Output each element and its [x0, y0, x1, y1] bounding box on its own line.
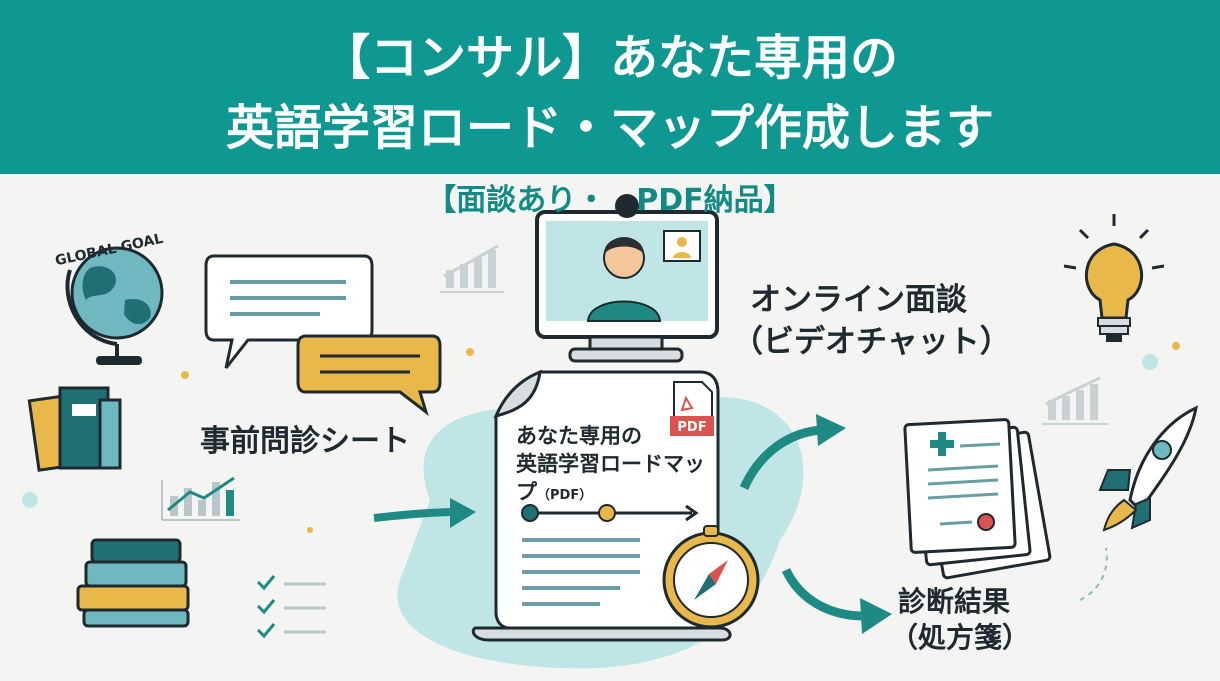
compass-icon	[662, 525, 760, 629]
document-text-line-3: プ（PDF）	[516, 476, 592, 506]
decor-dot	[307, 527, 313, 533]
prescription-icon	[903, 418, 1052, 580]
pdf-badge-text: PDF	[677, 420, 706, 435]
decor-dot	[1172, 342, 1180, 350]
speech-bubble-icon	[204, 254, 442, 417]
subtitle: 【面談あり・ PDF納品】	[426, 183, 794, 218]
label-online-interview: オンライン面談	[750, 282, 967, 318]
arrow-to-online-icon	[739, 414, 846, 490]
label-prescription: （処方箋）	[890, 621, 1031, 654]
document-icon: PDF	[471, 369, 732, 642]
label-video-chat: （ビデオチャット）	[732, 324, 1011, 360]
document-text-line-2: 英語学習ロードマッ	[516, 452, 705, 476]
bar-chart-icon-top	[440, 244, 504, 293]
title-banner	[0, 0, 1220, 174]
label-questionnaire: 事前問診シート	[200, 424, 410, 459]
bar-chart-icon-left	[161, 476, 240, 521]
decor-dot	[1142, 354, 1158, 370]
books-icon	[27, 386, 122, 472]
arrow-to-diagnosis-icon	[781, 567, 892, 634]
monitor-icon	[535, 194, 719, 363]
document-text-line-3-main: プ	[516, 480, 537, 504]
label-diagnosis: 診断結果	[898, 585, 1011, 618]
bar-chart-icon-right	[1042, 376, 1108, 425]
document-text-pdf-note: （PDF）	[537, 488, 593, 503]
decor-dot	[466, 348, 474, 356]
title-line-1: 【コンサル】あなた専用の	[321, 30, 898, 86]
decor-dot	[181, 371, 189, 379]
book-stack-icon	[76, 538, 190, 628]
checklist-icon	[256, 575, 326, 639]
lightbulb-icon	[1063, 214, 1165, 342]
title-line-2: 英語学習ロード・マップ作成します	[225, 100, 994, 156]
rocket-icon	[1079, 405, 1199, 601]
decor-dot	[22, 492, 38, 508]
document-text-line-1: あなた専用の	[516, 424, 642, 448]
arrow-to-document-icon	[373, 498, 476, 528]
globe-icon: GLOBAL GOAL	[54, 231, 165, 365]
